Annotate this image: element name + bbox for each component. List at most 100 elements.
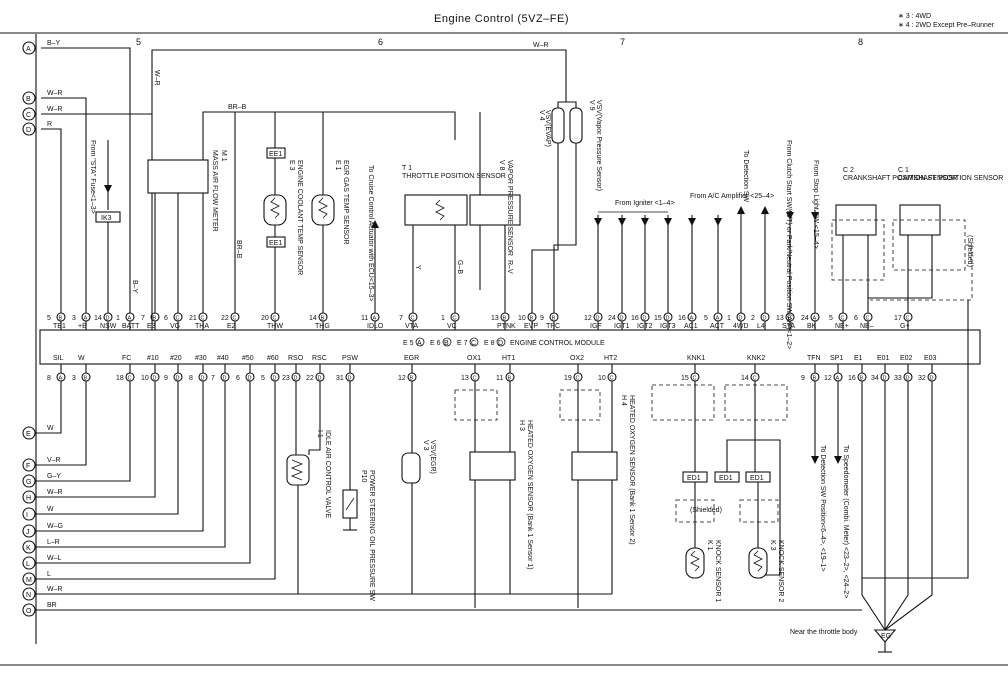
wire-d <box>41 128 62 313</box>
arrow-act <box>714 218 722 226</box>
rail-id-D: D <box>26 127 31 134</box>
bot-pin-name: #10 <box>147 355 159 362</box>
rail-id-C: C <box>26 112 31 119</box>
e3-sensor <box>263 194 287 226</box>
top-pin-name: IGT1 <box>614 323 630 330</box>
bot-pin-name: OX2 <box>570 355 584 362</box>
top-pin-conn-letter: C <box>201 316 205 322</box>
p10-contact <box>345 497 355 511</box>
bot-pin-num: 33 <box>894 375 902 382</box>
top-pin-conn-letter: A <box>716 316 720 322</box>
top-pin-name: IGT3 <box>660 323 676 330</box>
bot-pin-name: #50 <box>242 355 254 362</box>
rail-id-K: K <box>26 545 31 552</box>
lower-rail-wires <box>35 381 862 611</box>
rail-wire-O: BR <box>47 602 57 609</box>
e1-thermistor <box>318 197 328 219</box>
rail-wire-E: W <box>47 425 54 432</box>
bot-pin-num: 12 <box>398 375 406 382</box>
ecm-conn-b-circle <box>442 337 452 347</box>
bot-pin-conn-letter: D <box>348 376 352 382</box>
top-pin-conn-letter: B <box>321 316 325 322</box>
top-pin-name: TPC <box>546 323 560 330</box>
rail-id-A: A <box>26 46 31 53</box>
ref-igniter: From Igniter <1–4> <box>615 200 675 207</box>
rail-wire-J: W–G <box>47 523 63 530</box>
e1-sensor <box>311 194 335 226</box>
bot-pin-conn-letter: D <box>294 376 298 382</box>
c1-name: CAMSHAFT POSITION SENSOR <box>898 175 1003 182</box>
bot-pin-name: #40 <box>217 355 229 362</box>
ecm-bottom-pins: SILA8WB3FCC18#10D10#20D9#30D8#40D7#50D6#… <box>47 355 937 382</box>
wl-d: R <box>47 121 52 128</box>
top-pin-conn-letter: B <box>503 316 507 322</box>
ref-throttle-body: Near the throttle body <box>790 629 858 636</box>
k1-element <box>690 550 700 572</box>
bot-pin-num: 6 <box>236 375 240 382</box>
wl-top-wr: W–R <box>533 42 549 49</box>
bot-pin-name: RSC <box>312 355 327 362</box>
v8-box <box>469 194 521 226</box>
wl-e2: BR–B <box>235 240 242 259</box>
top-pin-name: 4WD <box>733 323 749 330</box>
top-pin-conn-letter: B <box>59 316 63 322</box>
bot-pin-conn-letter: B <box>84 376 88 382</box>
top-pin-num: 15 <box>654 315 662 322</box>
bot-pin-conn-letter: D <box>201 376 205 382</box>
top-pin-num: 10 <box>518 315 526 322</box>
page-title: Engine Control (5VZ–FE) <box>434 13 569 25</box>
rail-terminal-D <box>22 122 36 136</box>
bot-pin-num: 10 <box>141 375 149 382</box>
top-pin-name: NE+ <box>835 323 849 330</box>
ed1-label-3: ED1 <box>750 475 764 482</box>
bot-pin-conn-letter: C <box>128 376 132 382</box>
e3-name: ENGINE COOLANT TEMP SENSOR <box>296 160 303 275</box>
rail-wire-L: W–L <box>47 555 62 562</box>
top-pin-name: L4 <box>757 323 765 330</box>
top-pin-conn-letter: A <box>373 316 377 322</box>
wire-shield-gnd <box>862 300 969 579</box>
h3-box <box>469 451 516 481</box>
bot-pin-name: E01 <box>877 355 890 362</box>
k1-name: KNOCK SENSOR 1 <box>714 540 721 602</box>
bot-pin-name: HT2 <box>604 355 617 362</box>
wl-vc: G–B <box>456 260 463 274</box>
top-pin-conn-letter: D <box>596 316 600 322</box>
top-pin-num: 16 <box>631 315 639 322</box>
bot-pin-num: 8 <box>47 375 51 382</box>
rail-wire-M: L <box>47 571 51 578</box>
bot-pin-num: 9 <box>801 375 805 382</box>
h4-shield <box>559 389 601 421</box>
bot-pin-num: 34 <box>871 375 879 382</box>
k3-element <box>753 550 763 572</box>
note-2wd: ∗ 4 : 2WD Except Pre–Runner <box>898 22 995 29</box>
lower-rail-wire <box>35 381 226 548</box>
wire-e1-gnd <box>861 381 886 631</box>
ecm-label-group: E 5 A E 6 B E 7 C E 8 D ENGINE CONTROL M… <box>403 337 605 347</box>
ref-stop-light: From Stop Light SW <15–4> <box>812 160 819 249</box>
lower-rail-wire <box>35 381 131 482</box>
bot-pin-conn-letter: D <box>273 376 277 382</box>
bot-pin-num: 10 <box>598 375 606 382</box>
bot-pin-num: 32 <box>918 375 926 382</box>
top-pin-name: VTA <box>405 323 418 330</box>
top-pin-conn-letter: D <box>643 316 647 322</box>
shielded-knk: (Shielded) <box>690 507 722 514</box>
section-5: 5 <box>136 37 141 47</box>
top-pin-name: BK <box>807 323 817 330</box>
lower-rail-wire <box>35 381 62 434</box>
top-pin-conn-letter: A <box>128 316 132 322</box>
top-pin-name: E3 <box>147 323 156 330</box>
top-pin-num: 17 <box>894 315 902 322</box>
rail-id-I: I <box>26 512 28 519</box>
top-pin-name: VG <box>170 323 180 330</box>
section-6: 6 <box>378 37 383 47</box>
e3-thermistor <box>270 197 280 219</box>
bot-pin-num: 18 <box>116 375 124 382</box>
bot-pin-num: 23 <box>282 375 290 382</box>
m1-name: MASS AIR FLOW METER <box>211 150 218 232</box>
top-pin-conn-letter: C <box>176 316 180 322</box>
shielded-top: (Shielded) <box>966 235 973 267</box>
top-pin-conn-letter: D <box>763 316 767 322</box>
